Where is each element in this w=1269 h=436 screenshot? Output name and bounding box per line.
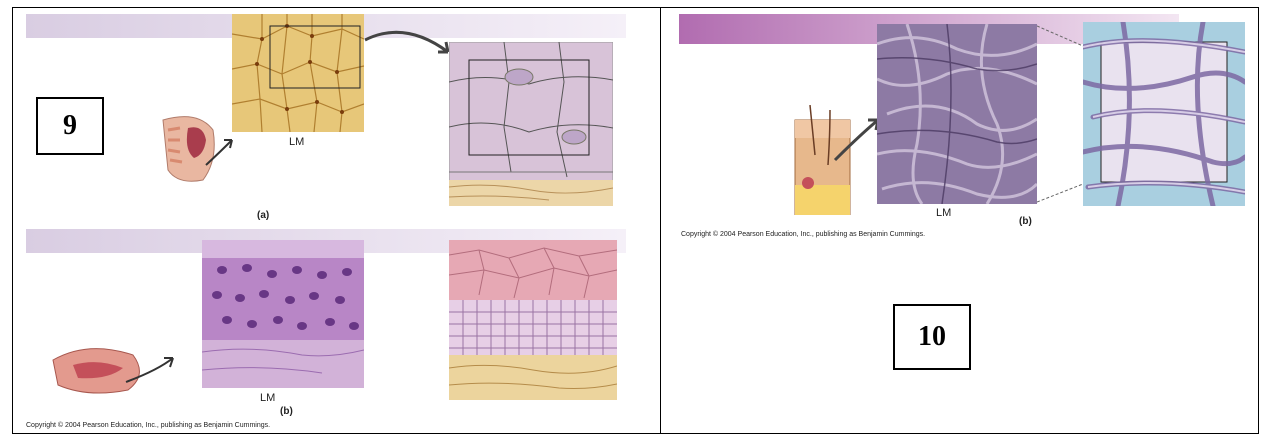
transitional-epithelium-drawing bbox=[449, 42, 613, 206]
column-divider bbox=[660, 7, 661, 434]
part-label: (a) bbox=[257, 210, 269, 221]
stratified-squamous-drawing bbox=[449, 240, 617, 400]
micrograph-lm-label: LM bbox=[936, 207, 951, 219]
figure-number-label: 9 bbox=[36, 97, 104, 155]
micrograph-lm-label: LM bbox=[260, 392, 275, 404]
transitional-epithelium-micrograph bbox=[232, 14, 364, 132]
copyright-text: Copyright © 2004 Pearson Education, Inc.… bbox=[26, 422, 270, 429]
uterus-organ-icon bbox=[158, 110, 238, 185]
magnify-arrow-icon bbox=[360, 22, 460, 72]
part-label: (b) bbox=[1019, 216, 1032, 227]
figure-number-label: 10 bbox=[893, 304, 971, 370]
skin-block-icon bbox=[790, 105, 885, 215]
dense-connective-drawing bbox=[1083, 22, 1245, 206]
mouth-organ-icon bbox=[48, 340, 178, 400]
copyright-text: Copyright © 2004 Pearson Education, Inc.… bbox=[681, 231, 925, 238]
micrograph-lm-label: LM bbox=[289, 136, 304, 148]
stratified-squamous-micrograph bbox=[202, 240, 364, 388]
zoom-connector-lines bbox=[1037, 24, 1085, 204]
part-label: (b) bbox=[280, 406, 293, 417]
dense-connective-micrograph bbox=[877, 24, 1037, 204]
